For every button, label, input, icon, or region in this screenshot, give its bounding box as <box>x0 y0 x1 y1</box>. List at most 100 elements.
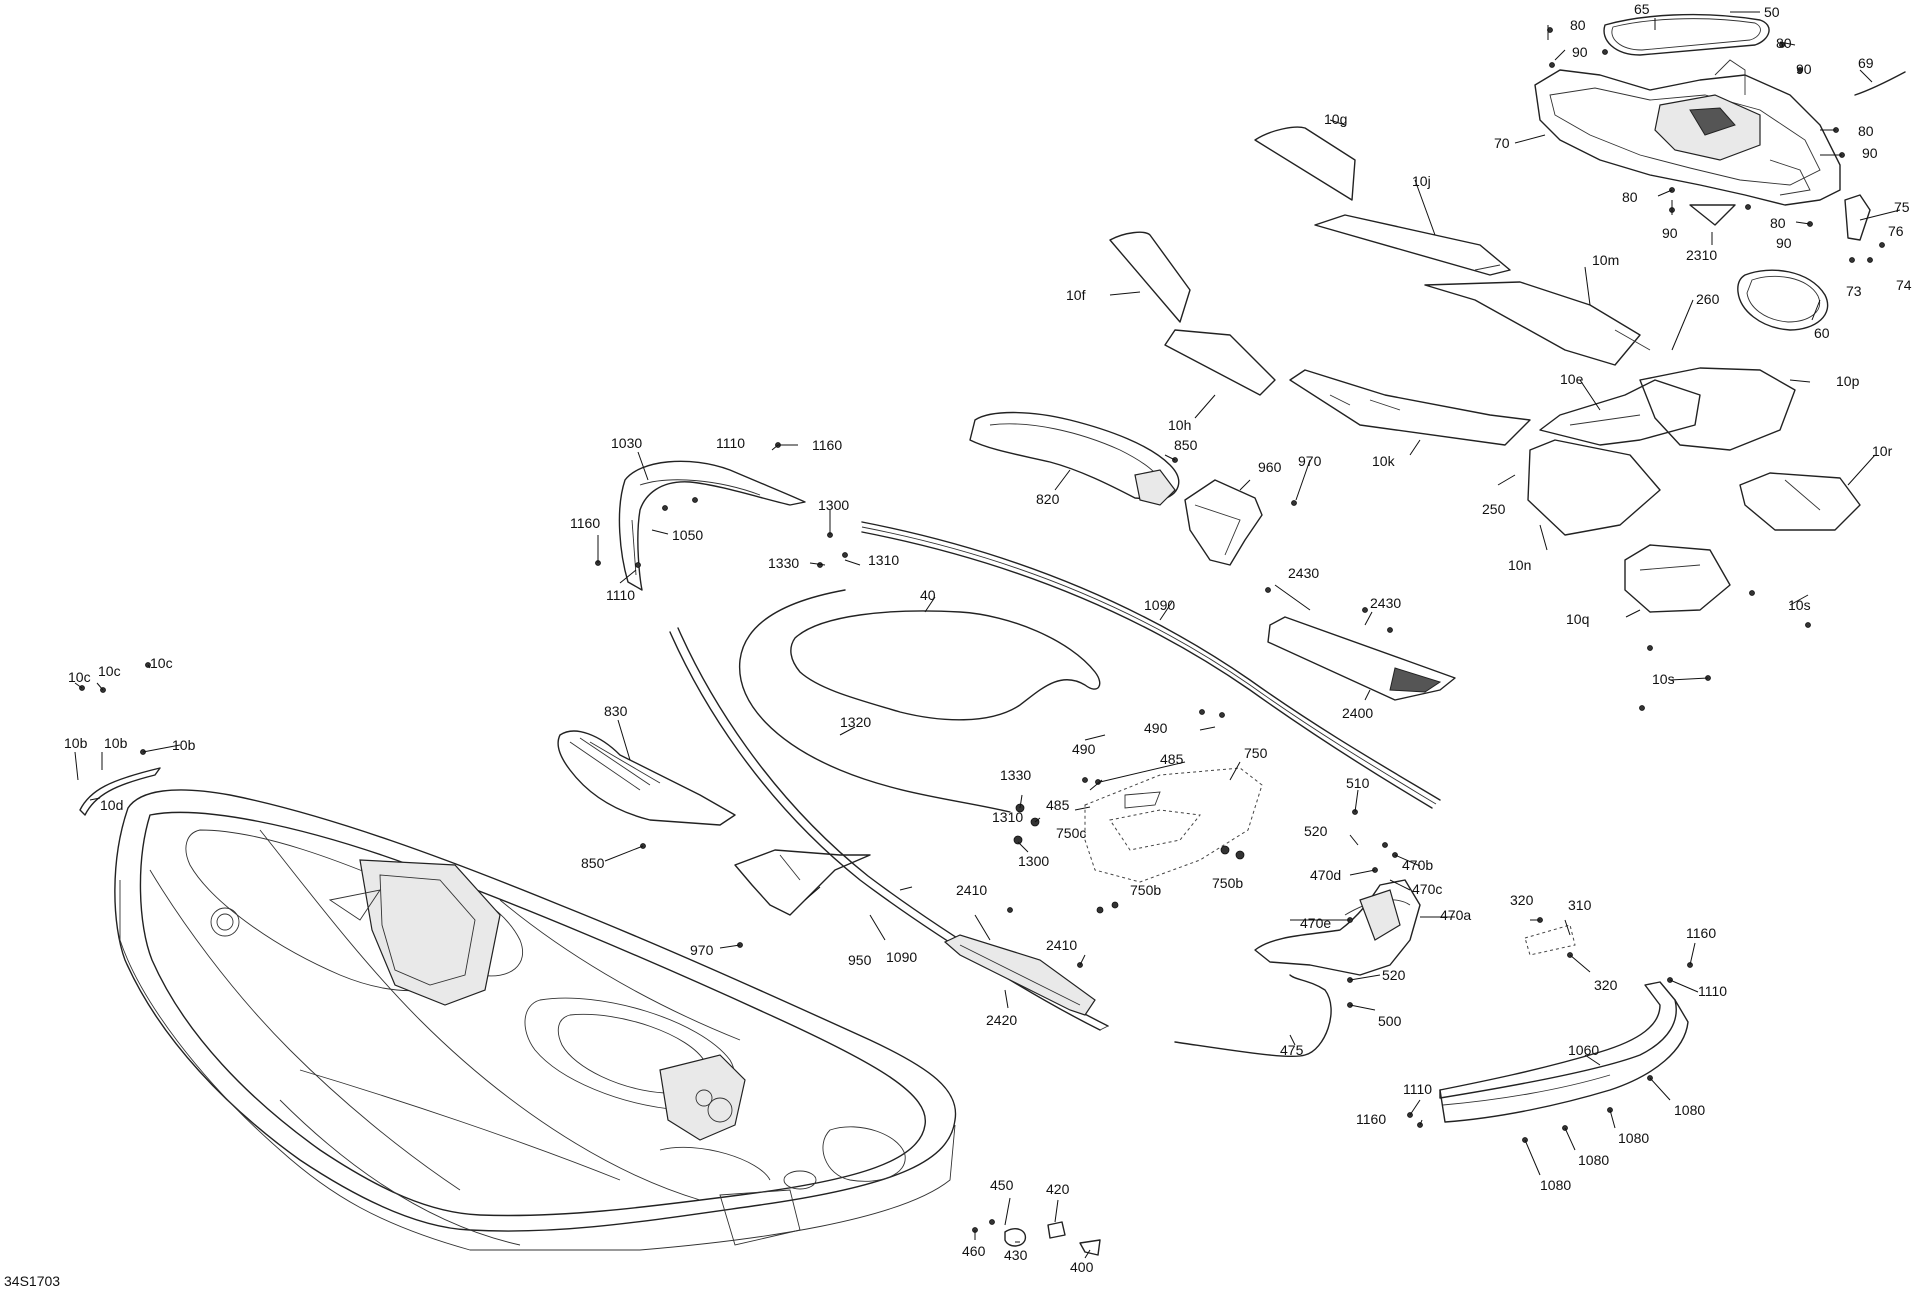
callout-1090: 1090 <box>886 949 917 965</box>
callout-2430: 2430 <box>1370 595 1401 611</box>
callout-850: 850 <box>581 855 605 871</box>
plate-2400 <box>1267 616 1456 701</box>
callout-75: 75 <box>1894 199 1910 215</box>
callout-10c: 10c <box>150 655 173 671</box>
callout-80: 80 <box>1622 189 1638 205</box>
callout-10b: 10b <box>172 737 196 753</box>
callout-420: 420 <box>1046 1181 1070 1197</box>
callout-470d: 470d <box>1310 867 1341 883</box>
callout-1030: 1030 <box>611 435 642 451</box>
callout-450: 450 <box>990 1177 1014 1193</box>
callout-10g: 10g <box>1324 111 1347 127</box>
bumper-1060 <box>1439 981 1689 1123</box>
callout-1160: 1160 <box>812 437 842 453</box>
mat-10j <box>1314 214 1511 276</box>
callout-60: 60 <box>1814 325 1830 341</box>
deck-frame-70 <box>1534 59 1841 206</box>
callout-10c: 10c <box>98 663 121 679</box>
callout-10b: 10b <box>104 735 128 751</box>
callout-80: 80 <box>1770 215 1786 231</box>
callout-10m: 10m <box>1592 252 1619 268</box>
callout-90: 90 <box>1862 145 1878 161</box>
callout-850: 850 <box>1174 437 1198 453</box>
mat-10n <box>1527 439 1661 536</box>
mat-10p <box>1639 367 1796 451</box>
callout-10d: 10d <box>100 797 123 813</box>
strap-69 <box>1854 71 1906 96</box>
callout-250: 250 <box>1482 501 1506 517</box>
callout-485: 485 <box>1046 797 1070 813</box>
callout-400: 400 <box>1070 1259 1094 1275</box>
callout-80: 80 <box>1776 35 1792 51</box>
callout-475: 475 <box>1280 1042 1304 1058</box>
callout-1110: 1110 <box>1698 983 1727 999</box>
callout-10q: 10q <box>1566 611 1589 627</box>
trim-1030 <box>618 460 806 591</box>
line-40 <box>790 610 1101 721</box>
callout-90: 90 <box>1572 44 1588 60</box>
callout-65: 65 <box>1634 1 1650 17</box>
callout-1160: 1160 <box>570 515 600 531</box>
callout-750b: 750b <box>1212 875 1243 891</box>
strip-10d <box>79 767 161 816</box>
mat-10k <box>1289 369 1531 446</box>
mat-10q <box>1624 544 1731 613</box>
callout-960: 960 <box>1258 459 1282 475</box>
callout-74: 74 <box>1896 277 1912 293</box>
callout-1300: 1300 <box>818 497 849 513</box>
callout-310: 310 <box>1568 897 1592 913</box>
callout-750: 750 <box>1244 745 1268 761</box>
callout-10s: 10s <box>1788 597 1811 613</box>
callout-2430: 2430 <box>1288 565 1319 581</box>
callout-76: 76 <box>1888 223 1904 239</box>
callout-750c: 750c <box>1056 825 1086 841</box>
callout-820: 820 <box>1036 491 1060 507</box>
bracket-400 <box>1079 1239 1101 1256</box>
callout-2310: 2310 <box>1686 247 1717 263</box>
callout-2420: 2420 <box>986 1012 1017 1028</box>
callout-1160: 1160 <box>1686 925 1716 941</box>
callout-10s: 10s <box>1652 671 1675 687</box>
mat-10r <box>1739 472 1861 531</box>
callout-1060: 1060 <box>1568 1042 1599 1058</box>
hose-1320 <box>738 589 1011 813</box>
callout-10c: 10c <box>68 669 91 685</box>
hardware <box>79 27 1885 1233</box>
callout-10p: 10p <box>1836 373 1860 389</box>
callout-950: 950 <box>848 952 872 968</box>
callout-750b: 750b <box>1130 882 1161 898</box>
callout-1310: 1310 <box>868 552 899 568</box>
decal-310 <box>1524 924 1576 956</box>
callout-1110: 1110 <box>606 587 635 603</box>
plate-2310 <box>1689 204 1736 226</box>
callout-320: 320 <box>1510 892 1534 908</box>
grille-830 <box>557 730 736 826</box>
mat-10m <box>1424 281 1641 366</box>
callout-520: 520 <box>1304 823 1328 839</box>
callout-260: 260 <box>1696 291 1720 307</box>
callout-490: 490 <box>1072 741 1096 757</box>
callout-520: 520 <box>1382 967 1406 983</box>
figure-id: 34S1703 <box>4 1273 60 1289</box>
callout-90: 90 <box>1662 225 1678 241</box>
callout-2410: 2410 <box>956 882 987 898</box>
callout-1160: 1160 <box>1356 1111 1386 1127</box>
callout-1320: 1320 <box>840 714 871 730</box>
callout-490: 490 <box>1144 720 1168 736</box>
callout-320: 320 <box>1594 977 1618 993</box>
mat-10e <box>1539 379 1701 446</box>
callout-10e: 10e <box>1560 371 1584 387</box>
callout-70: 70 <box>1494 135 1510 151</box>
bracket-75 <box>1844 194 1871 241</box>
callout-1310: 1310 <box>992 809 1023 825</box>
cap-430 <box>1004 1228 1027 1247</box>
callout-510: 510 <box>1346 775 1370 791</box>
callout-470c: 470c <box>1412 881 1442 897</box>
gasket-60 <box>1737 269 1829 331</box>
callout-1050: 1050 <box>672 527 703 543</box>
callout-10k: 10k <box>1372 453 1396 469</box>
callout-970: 970 <box>690 942 714 958</box>
callout-500: 500 <box>1378 1013 1402 1029</box>
callout-10n: 10n <box>1508 557 1531 573</box>
